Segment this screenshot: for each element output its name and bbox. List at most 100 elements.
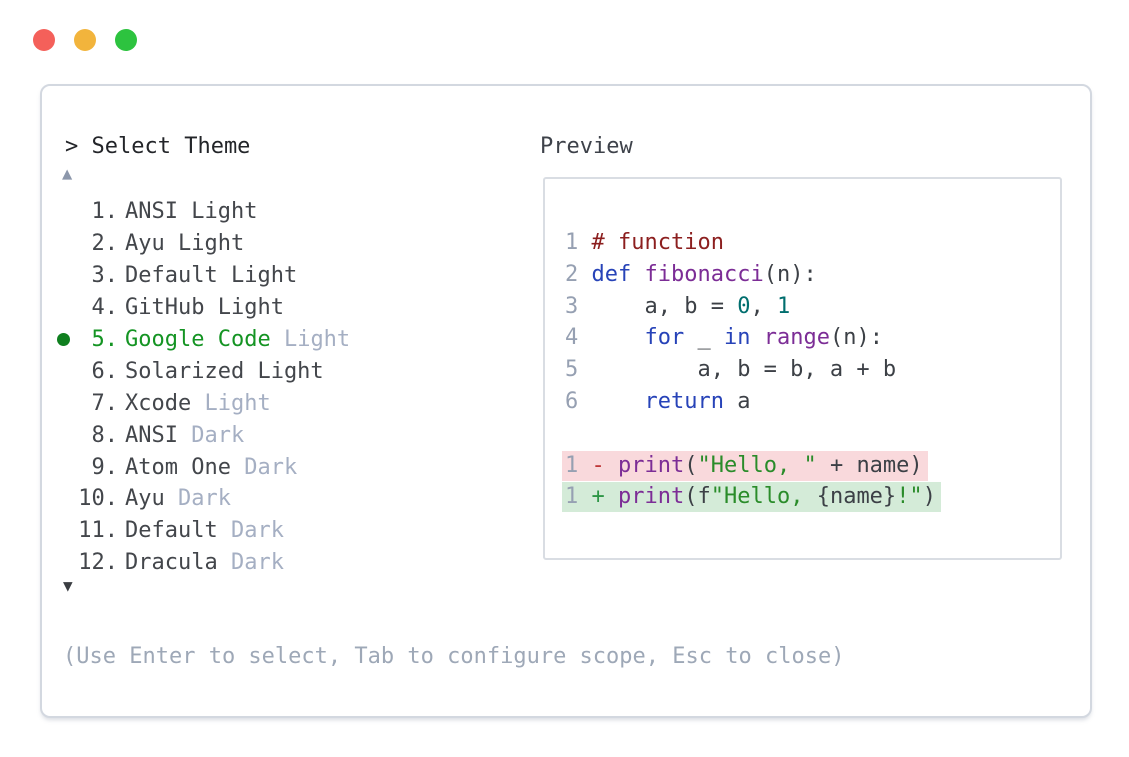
code-token: !" [896,484,923,510]
theme-list-item[interactable]: 3.Default Light [54,260,350,292]
code-token: a, b = [591,293,738,319]
close-button[interactable] [33,29,55,51]
code-token: {name} [816,484,897,510]
theme-list-item[interactable]: 11. Default Dark [54,515,350,547]
theme-number: 4. [91,295,119,321]
line-number: 1 [565,484,592,510]
theme-number: 7. [91,390,119,416]
theme-name: Solarized Light [125,359,324,384]
theme-list-item[interactable]: 12. Dracula Dark [54,547,350,579]
theme-name: Xcode Light [125,391,271,416]
code-token: a, b = b, a + b [591,357,897,383]
code-line [565,418,941,450]
theme-name-variant: Dark [217,550,284,576]
code-token: 1 [776,293,791,319]
theme-name-primary: Ayu [125,486,165,512]
selected-dot-slot [54,333,72,346]
theme-list-item[interactable]: 7.Xcode Light [54,387,350,419]
code-token: - [591,452,618,478]
theme-name-variant: Light [191,390,271,416]
diff-added-line: 1 + print(f"Hello, {name}!") [562,481,941,513]
theme-number: 5. [91,327,119,352]
code-token: (n): [829,325,883,351]
theme-name-variant: Dark [164,486,231,512]
code-line: 6 return a [565,386,941,418]
code-token: _ [684,325,724,351]
code-token: a [723,388,751,414]
minimize-button[interactable] [74,29,96,51]
theme-name-primary: Ayu Light [125,231,245,257]
theme-list-item[interactable]: 6.Solarized Light [54,355,350,387]
theme-name-variant: Dark [177,422,245,448]
theme-name: Atom One Dark [125,455,297,480]
theme-list-item[interactable]: 10. Ayu Dark [54,483,350,515]
line-number: 5 [565,357,592,383]
theme-number: 1. [91,199,119,225]
keyboard-hint: (Use Enter to select, Tab to configure s… [63,644,845,669]
theme-name: Default Dark [125,518,284,543]
line-number: 3 [565,293,592,319]
code-line: 3 a, b = 0, 1 [565,291,941,323]
line-number: 6 [565,388,592,414]
theme-number: 12. [78,550,118,576]
code-token: def [591,261,632,287]
code-token: print [618,452,685,478]
theme-name-primary: Google Code [125,327,271,352]
theme-number: 9. [91,454,119,480]
theme-list-item[interactable]: 9.Atom One Dark [54,451,350,483]
selected-indicator-dot [57,333,70,346]
code-line: 2 def fibonacci(n): [565,259,941,291]
theme-name: Google Code Light [125,327,350,352]
code-token: print [618,484,685,510]
theme-name: Dracula Dark [125,550,284,575]
scroll-down-indicator[interactable]: ▼ [63,576,73,595]
theme-list-item[interactable]: 8.ANSI Dark [54,419,350,451]
code-token [592,389,645,414]
theme-name-primary: ANSI [125,422,178,448]
line-number: 2 [565,261,592,287]
theme-name: Ayu Dark [125,486,231,511]
code-token: range [763,325,830,351]
code-token: return [644,388,724,414]
theme-name-primary: Default Light [125,263,298,289]
code-token: + [591,484,618,510]
theme-list-item[interactable]: 2.Ayu Light [54,228,350,260]
code-token [592,325,645,350]
theme-number: 6. [91,358,119,384]
code-token: in [723,325,751,351]
code-token [750,325,763,350]
window-controls [33,29,137,51]
theme-number: 3. [91,263,119,289]
code-line: 5 a, b = b, a + b [565,354,941,386]
theme-number: 10. [78,486,118,512]
code-token: + name) [816,452,923,478]
code-token: (f [684,484,711,510]
theme-number: 8. [91,422,119,448]
code-token: for [644,325,685,351]
theme-number: 11. [78,518,118,544]
theme-name-primary: Atom One [125,454,231,480]
code-token: ( [684,452,698,478]
theme-name: Default Light [125,263,297,288]
code-token: fibonacci [644,261,764,287]
line-number: 1 [565,452,592,478]
scroll-up-indicator[interactable]: ▲ [62,164,73,184]
code-token: # function [591,230,724,255]
theme-name-variant: Light [270,327,351,352]
theme-name: ANSI Light [125,199,257,224]
line-number: 4 [565,325,592,351]
theme-list-item[interactable]: 5.Google Code Light [54,324,350,356]
code-token: ) [922,484,936,510]
code-token: (n): [763,261,817,287]
theme-name: ANSI Dark [125,423,244,448]
code-token [631,262,644,287]
theme-list-item[interactable]: 4.GitHub Light [54,292,350,324]
code-token: , [750,293,777,319]
theme-list-item[interactable]: 1.ANSI Light [54,196,350,228]
theme-name-variant: Dark [217,518,284,544]
zoom-button[interactable] [115,29,137,51]
